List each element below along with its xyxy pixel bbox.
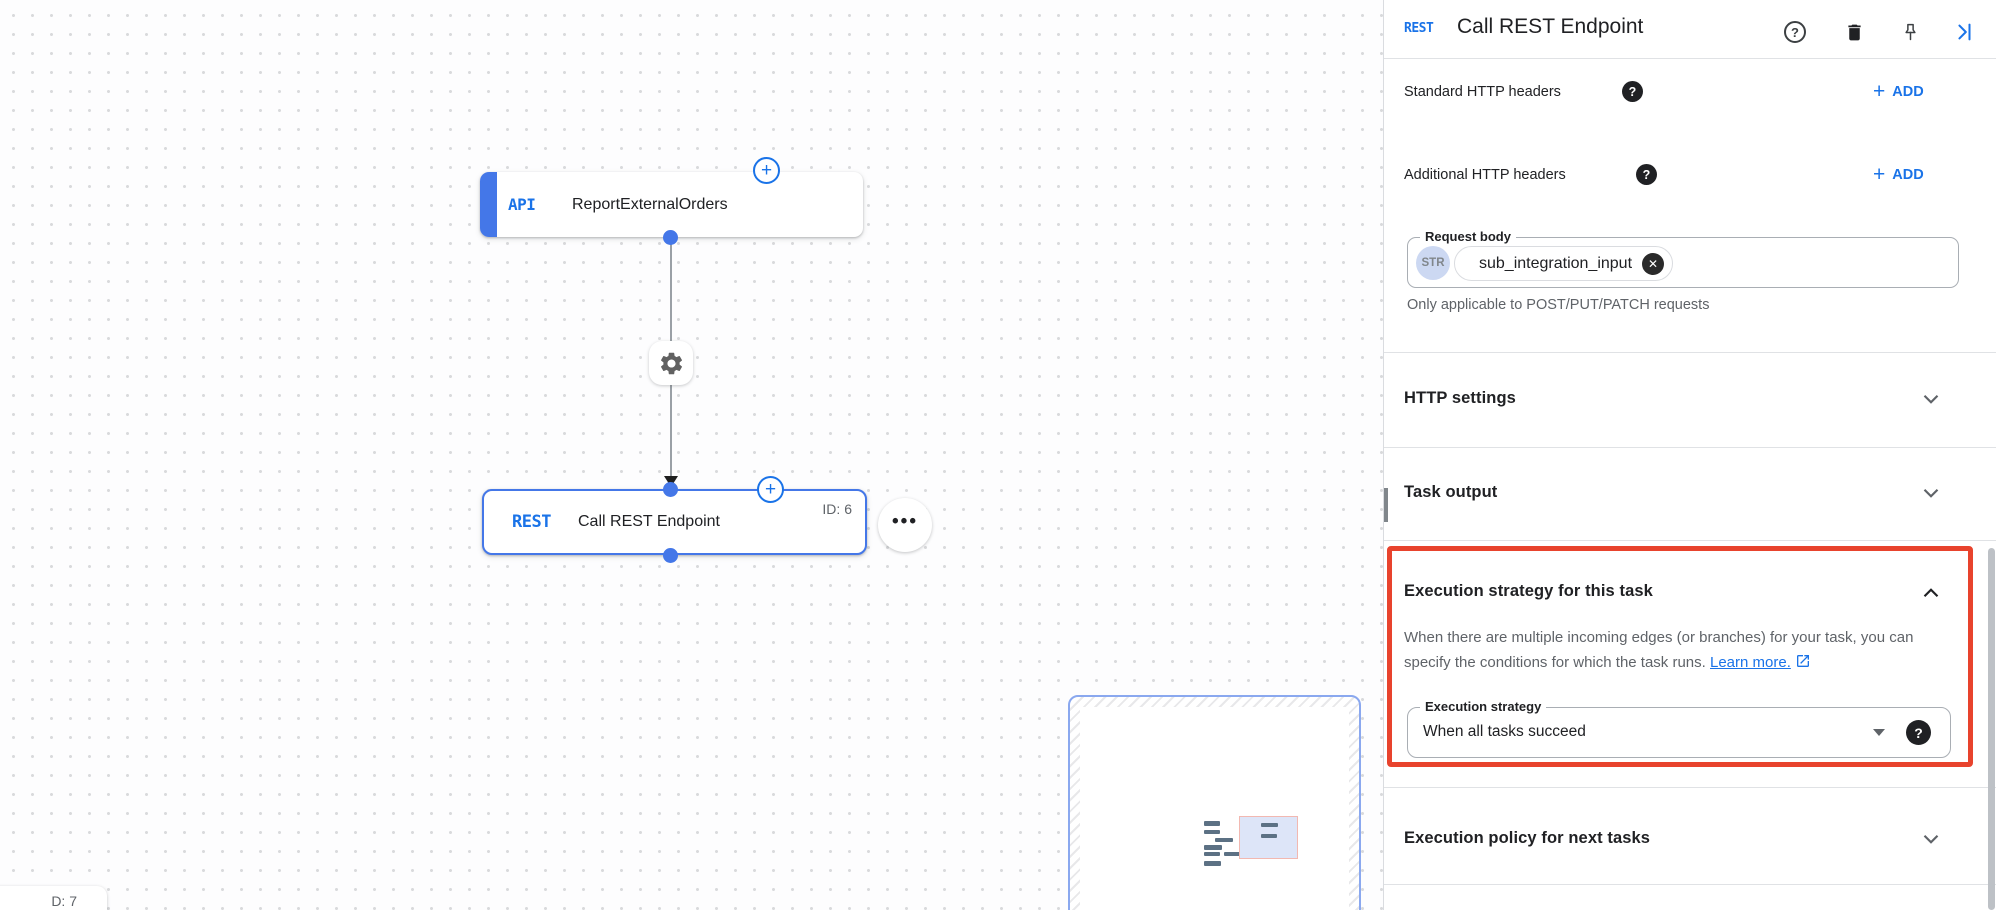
execution-strategy-value: When all tasks succeed <box>1423 723 1586 740</box>
section-task-output[interactable]: Task output <box>1384 447 1996 540</box>
learn-more-link[interactable]: Learn more. <box>1710 654 1791 671</box>
more-options-button[interactable]: ••• <box>878 498 932 552</box>
add-label: ADD <box>1892 166 1924 183</box>
node-title: Call REST Endpoint <box>578 513 720 530</box>
standard-http-headers-label: Standard HTTP headers <box>1404 84 1561 100</box>
external-link-icon <box>1797 655 1810 667</box>
more-dots-icon: ••• <box>892 511 918 532</box>
chevron-down-icon <box>1923 488 1939 498</box>
add-task-button[interactable]: + <box>753 157 780 184</box>
rest-badge: REST <box>1404 21 1434 36</box>
node-call-rest-endpoint[interactable]: REST Call REST Endpoint ID: 6 <box>482 489 867 555</box>
variable-chip[interactable]: sub_integration_input ✕ <box>1454 246 1674 281</box>
gear-icon <box>660 352 682 374</box>
request-body-field[interactable]: Request body STR sub_integration_input ✕ <box>1407 229 1959 288</box>
node-report-external-orders[interactable]: API ReportExternalOrders <box>480 172 863 237</box>
section-http-settings[interactable]: HTTP settings <box>1384 352 1996 447</box>
help-icon[interactable]: ? <box>1622 81 1643 102</box>
input-port-dot[interactable] <box>663 482 678 497</box>
variable-chip-label: sub_integration_input <box>1479 254 1633 272</box>
plus-icon: + <box>1873 80 1886 103</box>
section-title: Execution policy for next tasks <box>1404 829 1651 847</box>
chevron-up-icon <box>1923 588 1939 598</box>
node-id-label: D: 7 <box>51 893 77 909</box>
edge-arrowhead-icon <box>664 476 678 487</box>
minimap-selected-node <box>1239 816 1298 859</box>
minimap-panel[interactable] <box>1068 695 1361 910</box>
add-task-button[interactable]: + <box>757 476 784 503</box>
output-port-dot[interactable] <box>663 230 678 245</box>
dropdown-caret-icon <box>1873 729 1885 736</box>
help-icon[interactable]: ? <box>1906 720 1931 745</box>
section-execution-strategy[interactable]: Execution strategy for this task <box>1384 560 1996 608</box>
pin-icon <box>1904 23 1916 40</box>
collapse-panel-button[interactable] <box>1952 20 1976 44</box>
trash-icon <box>1847 24 1861 40</box>
minimap-viewport <box>1080 707 1349 910</box>
request-body-helper-text: Only applicable to POST/PUT/PATCH reques… <box>1407 297 1710 313</box>
panel-header: REST Call REST Endpoint ? <box>1384 0 1996 58</box>
panel-scrollbar-right-thumb[interactable] <box>1988 548 1995 910</box>
execution-strategy-select[interactable]: Execution strategy When all tasks succee… <box>1407 699 1951 758</box>
panel-title: Call REST Endpoint <box>1457 15 1644 38</box>
chevron-down-icon <box>1923 834 1939 844</box>
add-standard-header-button[interactable]: + ADD <box>1873 81 1924 102</box>
execution-strategy-description: When there are multiple incoming edges (… <box>1404 625 1949 675</box>
output-port-dot[interactable] <box>663 548 678 563</box>
remove-variable-button[interactable]: ✕ <box>1642 252 1665 275</box>
node-title: ReportExternalOrders <box>572 195 728 213</box>
section-title: Task output <box>1404 483 1498 501</box>
node-id-label: ID: 6 <box>822 501 852 517</box>
section-title: Execution strategy for this task <box>1404 582 1653 600</box>
edge-condition-button[interactable] <box>649 341 693 385</box>
section-title: HTTP settings <box>1404 389 1516 407</box>
node-clipped[interactable]: D: 7 <box>0 886 107 910</box>
pin-panel-button[interactable] <box>1898 20 1922 44</box>
workflow-canvas[interactable]: API ReportExternalOrders + REST Call RES… <box>0 0 1383 910</box>
plus-icon: + <box>1873 163 1886 186</box>
task-config-panel: REST Call REST Endpoint ? Standard HTTP … <box>1383 0 1996 910</box>
help-icon[interactable]: ? <box>1636 164 1657 185</box>
add-label: ADD <box>1892 83 1924 100</box>
api-badge: API <box>508 195 536 214</box>
chevron-down-icon <box>1923 394 1939 404</box>
section-execution-policy[interactable]: Execution policy for next tasks <box>1384 787 1996 884</box>
node-accent-bar <box>480 172 497 237</box>
additional-http-headers-label: Additional HTTP headers <box>1404 167 1566 183</box>
delete-task-button[interactable] <box>1842 20 1866 44</box>
rest-badge: REST <box>512 512 551 532</box>
collapse-right-icon <box>1958 23 1971 41</box>
description-text: When there are multiple incoming edges (… <box>1404 629 1914 671</box>
execution-strategy-field-label: Execution strategy <box>1420 699 1547 714</box>
add-additional-header-button[interactable]: + ADD <box>1873 164 1924 185</box>
request-body-label: Request body <box>1420 229 1516 244</box>
string-type-chip: STR <box>1416 246 1450 280</box>
close-icon: ✕ <box>1647 256 1659 271</box>
help-icon[interactable]: ? <box>1784 21 1806 43</box>
panel-scrollbar-thumb[interactable] <box>1384 488 1388 522</box>
